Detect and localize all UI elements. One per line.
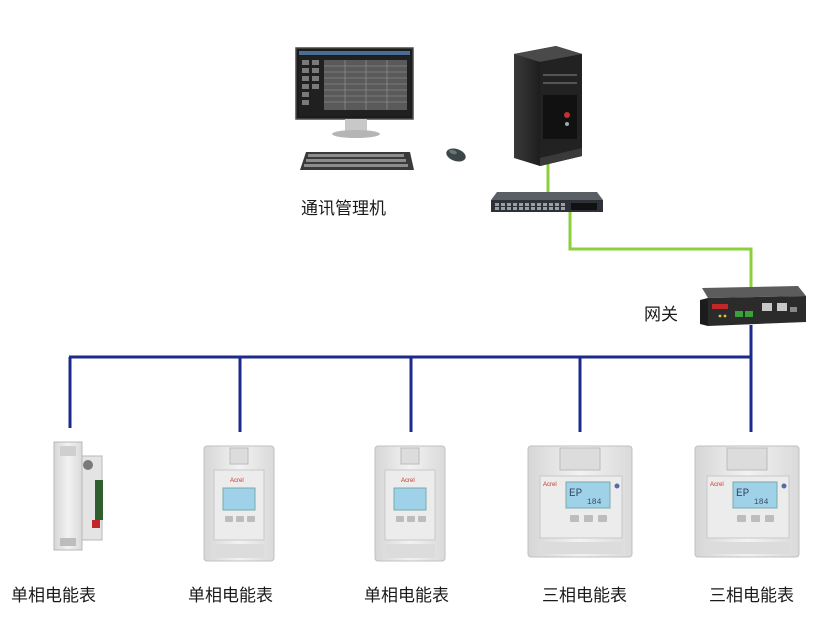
meter-label-5: 三相电能表: [709, 586, 794, 606]
management-pc-label: 通讯管理机: [301, 199, 386, 219]
three-phase-meter-icon: Acrel EP 184: [527, 445, 633, 558]
rs485-bus: [68, 325, 753, 432]
meter-label-3: 单相电能表: [364, 586, 449, 606]
meter-4-display-value: 184: [587, 498, 602, 507]
gateway-label: 网关: [644, 305, 678, 325]
gateway-icon: [700, 286, 806, 326]
keyboard-icon: [300, 152, 414, 170]
switch-to-gateway-link: [568, 212, 753, 288]
server-tower-icon: [514, 46, 582, 166]
meter-5-display-value: 184: [754, 498, 769, 507]
network-switch-icon: [491, 192, 603, 212]
meter-label-1: 单相电能表: [11, 586, 96, 606]
three-phase-meter-icon: Acrel EP 184: [694, 445, 800, 558]
svg-text:Acrel: Acrel: [230, 478, 244, 484]
mouse-icon: [446, 148, 466, 162]
meter-label-4: 三相电能表: [542, 586, 627, 606]
meter-5-display-mode: EP: [736, 488, 750, 500]
svg-text:Acrel: Acrel: [710, 482, 724, 488]
monitor-icon: [295, 47, 414, 138]
svg-text:Acrel: Acrel: [401, 478, 415, 484]
meter-4-display-mode: EP: [569, 488, 583, 500]
single-phase-meter-icon: Acrel: [203, 445, 275, 562]
single-phase-meter-icon: Acrel: [374, 445, 446, 562]
ethernet-links: [546, 162, 753, 288]
single-phase-meter-icon: [53, 441, 103, 551]
svg-text:Acrel: Acrel: [543, 482, 557, 488]
meter-label-2: 单相电能表: [188, 586, 273, 606]
